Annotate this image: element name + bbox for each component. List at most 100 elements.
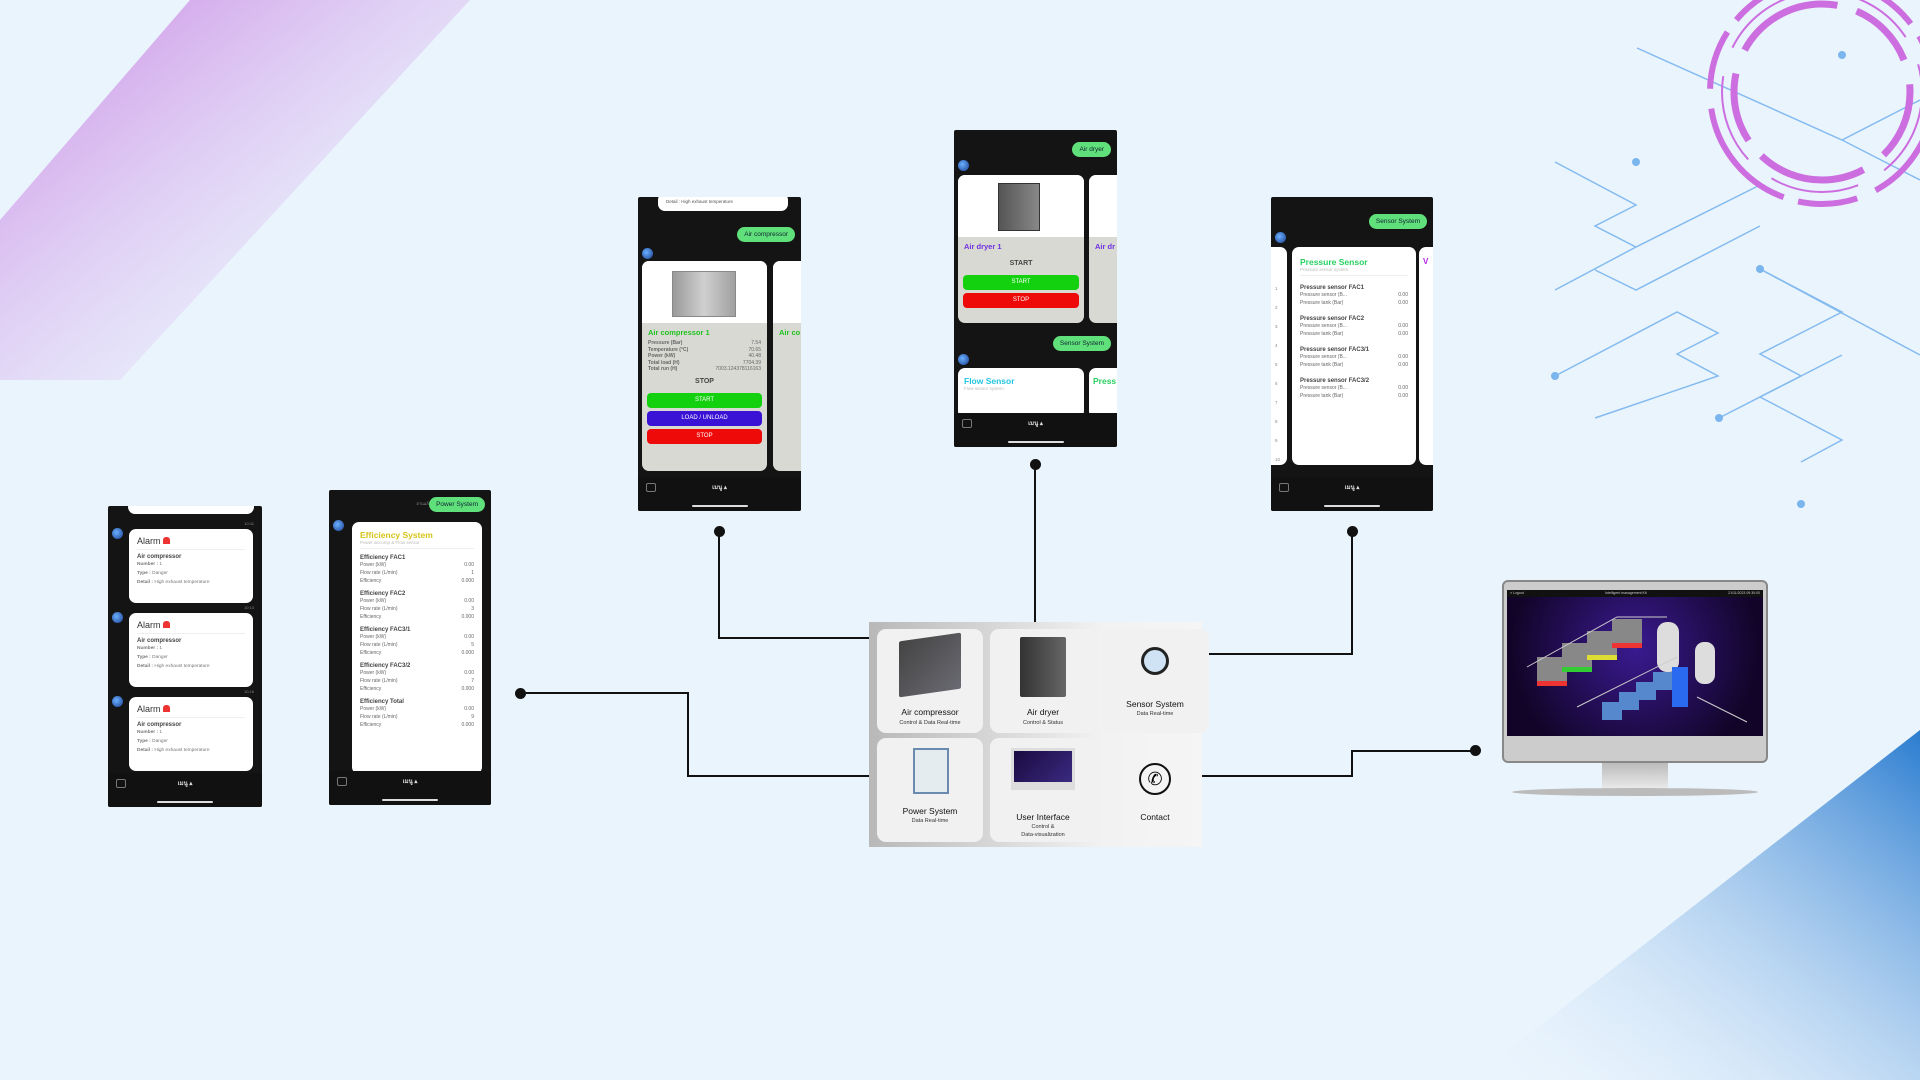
keyboard-icon[interactable] — [962, 419, 972, 428]
row-value: 0.000 — [461, 686, 474, 692]
row-label: Temperature (°C) — [648, 346, 689, 353]
data-row: Flow rate (L/min)7 — [360, 677, 474, 685]
row-value: 0.00 — [464, 706, 474, 712]
row-label: Power (kW) — [360, 706, 387, 712]
row-number: 9 — [1275, 438, 1278, 443]
tile-sublabel: Data Real-time — [1136, 711, 1174, 717]
keyboard-icon[interactable] — [646, 483, 656, 492]
row-value: 0.00 — [464, 670, 474, 676]
load-unload-button[interactable]: LOAD / UNLOAD — [647, 410, 762, 426]
data-row: Flow rate (L/min)1 — [360, 569, 474, 577]
data-row: Temperature (°C)70.65 — [648, 347, 761, 354]
stop-button[interactable]: STOP — [963, 293, 1079, 308]
row-value: 0.00 — [1398, 300, 1408, 306]
data-row: Power (kW)0.00 — [360, 669, 474, 677]
menu-button[interactable]: เมนู ▴ — [402, 779, 418, 785]
row-label: Power (kW) — [360, 562, 387, 568]
alarm-detail: High exhaust temperature — [154, 748, 210, 753]
tile-sublabel: Control & Data Real-time — [899, 720, 961, 726]
read-receipt: อ่านแล้ว — [416, 501, 431, 506]
alarm-number: 1 — [159, 562, 163, 567]
alarm-type: Danger — [152, 571, 168, 576]
tile-sensor-system[interactable]: Sensor System Data Real-time — [1101, 629, 1209, 733]
menu-button[interactable]: เมนู ▴ — [1344, 485, 1360, 491]
data-row: Flow rate (L/min)5 — [360, 641, 474, 649]
group-title: Efficiency FAC1 — [360, 555, 406, 561]
siren-icon — [163, 621, 171, 628]
row-number: 5 — [1275, 362, 1278, 367]
row-value: 0.000 — [461, 650, 474, 656]
keyboard-icon[interactable] — [116, 779, 126, 788]
tile-user-interface[interactable]: User Interface Control & Data-visualizat… — [990, 738, 1096, 842]
stop-button[interactable]: STOP — [647, 428, 762, 444]
status-label: START — [1009, 260, 1033, 267]
group-title: Pressure sensor FAC2 — [1300, 316, 1365, 322]
alarm-device: Air compressor — [137, 722, 182, 728]
row-value: 0.00 — [1398, 331, 1408, 337]
feature-hub-panel: Air compressor Control & Data Real-time … — [869, 622, 1209, 847]
tile-contact[interactable]: ✆ Contact — [1101, 738, 1209, 842]
siren-icon — [163, 537, 171, 544]
data-row: Pressure sensor (B...0.00 — [1300, 291, 1408, 299]
tile-air-dryer[interactable]: Air dryer Control & Status — [990, 629, 1096, 733]
keyboard-icon[interactable] — [337, 777, 347, 786]
data-row: Pressure (Bar)7.54 — [648, 340, 761, 347]
row-value: 0.00 — [1398, 354, 1408, 360]
group-title: Efficiency FAC2 — [360, 591, 406, 597]
card-title: Air compressor 1 — [648, 328, 710, 337]
start-button[interactable]: START — [963, 275, 1079, 290]
keyboard-icon[interactable] — [1279, 483, 1289, 492]
menu-button[interactable]: เมนู ▴ — [712, 485, 727, 491]
field-label: Detail : — [137, 580, 153, 585]
row-value: 0.00 — [464, 598, 474, 604]
user-message-bubble: Sensor System — [1052, 336, 1111, 351]
desktop-monitor: ≡ Logout Intelligent management Kit 21/1… — [1502, 580, 1768, 805]
row-value: 0.00 — [1398, 385, 1408, 391]
row-number: 10 — [1275, 457, 1281, 462]
status-label: STOP — [695, 377, 714, 385]
home-indicator — [382, 799, 438, 801]
group-title: Efficiency Total — [360, 699, 404, 705]
data-row: Power (kW)0.00 — [360, 633, 474, 641]
row-number: 2 — [1275, 305, 1278, 310]
alarm-title: Alarm — [137, 536, 161, 546]
row-label: Pressure sensor (B... — [1300, 323, 1347, 329]
next-card-title: Air dr — [1095, 242, 1116, 251]
air-compressor-icon — [899, 632, 961, 698]
data-row: Power (kW) 0.00 — [360, 705, 474, 713]
card-subtitle: Pressure sensor system — [1300, 267, 1408, 276]
tile-label: Sensor System — [1126, 699, 1184, 709]
row-label: Pressure tank (Bar) — [1300, 362, 1344, 368]
group-title: Pressure sensor FAC3/1 — [1300, 347, 1370, 353]
menu-button[interactable]: เมนู ▴ — [177, 781, 193, 787]
field-label: Number : — [137, 562, 159, 567]
alarm-detail: High exhaust temperature — [154, 664, 210, 669]
connector-line — [718, 531, 720, 639]
tile-power-system[interactable]: Power System Data Real-time — [877, 738, 983, 842]
connector-line — [1351, 531, 1353, 655]
row-label: Pressure sensor (B... — [1300, 385, 1347, 391]
menu-button[interactable]: เมนู ▴ — [1028, 421, 1043, 427]
row-label: Pressure (Bar) — [648, 340, 683, 346]
connector-line — [1034, 464, 1036, 630]
bot-avatar — [958, 160, 969, 171]
electrical-cabinet-icon — [913, 748, 949, 794]
efficiency-phone-screen: อ่านแล้ว Power System Efficiency System … — [329, 490, 491, 805]
field-label: Type : — [137, 655, 151, 660]
home-indicator — [1324, 505, 1380, 507]
alarm-number: 1 — [159, 730, 163, 735]
monitor-logout[interactable]: ≡ Logout — [1510, 591, 1524, 595]
row-number: 1 — [1275, 286, 1278, 291]
start-button[interactable]: START — [647, 392, 762, 408]
compressor-phone-screen: Detail : High exhaust temperature Air co… — [638, 197, 801, 511]
tile-air-compressor[interactable]: Air compressor Control & Data Real-time — [877, 629, 983, 733]
row-value: 0.00 — [1398, 323, 1408, 329]
alarm-title: Alarm — [137, 704, 161, 714]
group-title: Pressure sensor FAC1 — [1300, 285, 1365, 291]
row-label: Efficiency — [360, 578, 382, 584]
